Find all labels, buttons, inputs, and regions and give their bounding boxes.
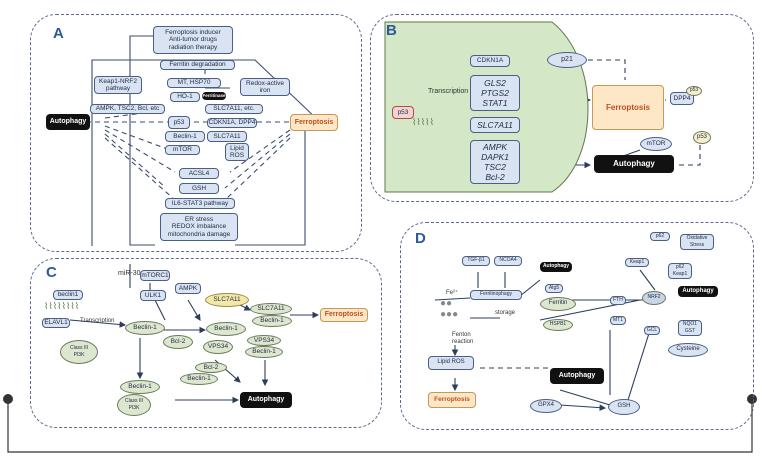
- nqo1-gst-box: NQO1 GST: [678, 320, 702, 336]
- ferroptosis-node-c: Ferroptosis: [320, 308, 368, 322]
- p62-box: p62: [650, 232, 670, 241]
- panel-a: [30, 14, 362, 252]
- tgf-beta1-box: TGF-β1: [462, 256, 490, 266]
- fe2-label: Fe²⁺: [446, 290, 459, 296]
- keap1-box-d: Keap1: [625, 258, 649, 267]
- beclin1-lower-node: Beclin-1: [120, 380, 160, 394]
- bcl2-node: Bcl-2: [163, 335, 193, 349]
- hspb1-node: HSPB1: [543, 319, 573, 331]
- ulk1-box: ULK1: [140, 290, 166, 301]
- autophagy-node-b: Autophagy: [594, 155, 674, 173]
- ferritinase-tag: Ferritinase: [202, 92, 226, 100]
- lipid-ros-box-d: Lipid ROS: [428, 356, 474, 370]
- slc7a11-complex-node: SLC7A11: [250, 303, 292, 315]
- ferroptosis-node-d: Ferroptosis: [428, 392, 476, 408]
- panel-b-label: B: [386, 22, 397, 39]
- fth-box: FTH: [610, 296, 626, 305]
- p53-small-node-2: p53: [693, 131, 711, 144]
- panel-d-label: D: [415, 230, 426, 247]
- acsl4-box: ACSL4: [179, 168, 219, 179]
- panel-a-label: A: [53, 25, 64, 42]
- mir30a-label: miR-30a: [118, 270, 145, 277]
- beclin1-box: Beclin-1: [165, 131, 205, 142]
- transcription-label-c: Transcription: [80, 318, 115, 324]
- panel-c-label: C: [46, 264, 57, 281]
- ampk-box: AMPK: [175, 283, 201, 294]
- fenton-label: Fenton reaction: [452, 332, 474, 345]
- er-stress-box: ER stress REDOX imbalance mitochondria d…: [160, 213, 238, 241]
- slc7a11-node: SLC7A11: [205, 293, 249, 307]
- gsh-box: GSH: [179, 183, 219, 194]
- slc7a11-etc-box: SLC7A11, etc.: [205, 104, 263, 114]
- classiii-pi3k-node: Class III PI3K: [60, 340, 98, 364]
- gls2-ptgs2-stat1-box: GLS2 PTGS2 STAT1: [470, 75, 520, 111]
- ferritinophagy-box: Ferritinophagy: [470, 290, 522, 300]
- bcl2-complex-node: Bcl-2: [195, 362, 227, 373]
- p53-small-node-1: p53: [686, 86, 702, 96]
- autophagy-node-c: Autophagy: [240, 392, 292, 408]
- dna-helix-c: ⌇⌇⌇⌇⌇⌇⌇⌇: [44, 301, 80, 311]
- beclin1-bcl-node: Beclin-1: [180, 373, 218, 385]
- panel-d: [400, 222, 754, 430]
- gsh-node: GSH: [608, 399, 640, 415]
- ncoa4-box: NCOA4: [494, 256, 522, 266]
- iron-particles: ●●●●●: [440, 298, 459, 320]
- mt-hsp70-box: MT, HSP70: [167, 78, 221, 88]
- ampk-tsc2-box: AMPK, TSC2, Bcl, etc: [90, 104, 165, 114]
- atg5-box: Atg5: [545, 284, 563, 293]
- oxidative-stress-box: Oxidative Stress: [680, 234, 714, 250]
- storage-label: storage: [495, 310, 516, 316]
- p53-box: p53: [168, 116, 190, 129]
- ampk-dapk1-tsc2-bcl2-box: AMPK DAPK1 TSC2 Bcl-2: [470, 140, 520, 184]
- nrf2-node: NRF2: [642, 291, 666, 305]
- autophagy-right-node: Autophagy: [678, 286, 718, 297]
- beclin1-gene-box: beclin1: [53, 290, 83, 300]
- cdkn1a-dpp4-box: CDKN1A, DPP4: [207, 118, 257, 128]
- beclin1-phospho-node: Beclin-1: [206, 322, 246, 336]
- beclin1-complex-node: Beclin-1: [252, 315, 292, 327]
- mtor-box: mTOR: [165, 145, 200, 155]
- transcription-label: Transcription: [428, 88, 469, 95]
- p21-node: p21: [547, 52, 587, 68]
- redox-iron-box: Redox-active iron: [240, 78, 290, 96]
- cysteine-node: Cysteine: [668, 343, 708, 357]
- mt1-box: MT1: [610, 316, 626, 325]
- dna-helix: ⌇⌇⌇⌇⌇: [412, 117, 434, 127]
- mtorc1-box: mTORC1: [140, 270, 170, 281]
- beclin1-vps-node: Beclin-1: [245, 346, 283, 358]
- p53-gene-node: p53: [392, 106, 414, 119]
- ho1-box: HO-1: [170, 92, 200, 102]
- ferroptosis-node: Ferroptosis: [290, 114, 338, 131]
- autophagy-node: Autophagy: [46, 114, 90, 130]
- vps34-complex-node: VPS34: [247, 335, 281, 346]
- ferroptosis-node-b: Ferroptosis: [592, 85, 664, 130]
- gcl-box: GCL: [644, 326, 660, 335]
- elavl1-box: ELAVL1: [42, 318, 70, 328]
- slc7a11-gene-box: SLC7A11: [470, 117, 520, 133]
- gpx4-node: GPX4: [530, 399, 562, 413]
- il6-stat3-box: IL6-STAT3 pathway: [165, 198, 235, 209]
- p62-keap1-box: p62 Keap1: [668, 263, 692, 279]
- ferritin-degradation-box: Ferritin degradation: [160, 60, 235, 70]
- keap1-nrf2-box: Keap1-NRF2 pathway: [94, 76, 142, 94]
- autophagy-top-node: Autophagy: [540, 262, 572, 272]
- panel-b: [370, 14, 754, 202]
- bracket-dot-left: [3, 394, 13, 404]
- beclin1-center-node: Beclin-1: [125, 321, 165, 335]
- panel-c: [30, 258, 382, 428]
- ferroptosis-inducer-box: Ferroptosis inducer Anti-tumor drugs rad…: [153, 26, 233, 54]
- ferritin-node: Ferritin: [540, 297, 576, 311]
- classiii-pi3k-lower-node: Class III PI3K: [117, 394, 151, 416]
- dpp4-node: DPP4: [670, 92, 694, 105]
- autophagy-center-node: Autophagy: [550, 368, 604, 384]
- vps34-node: VPS34: [203, 340, 233, 354]
- lipid-ros-box: Lipid ROS: [225, 143, 249, 161]
- slc7a11-box: SLC7A11: [207, 131, 247, 142]
- cdkn1a-box: CDKN1A: [470, 55, 510, 67]
- mtor-node-b: mTOR: [640, 137, 672, 151]
